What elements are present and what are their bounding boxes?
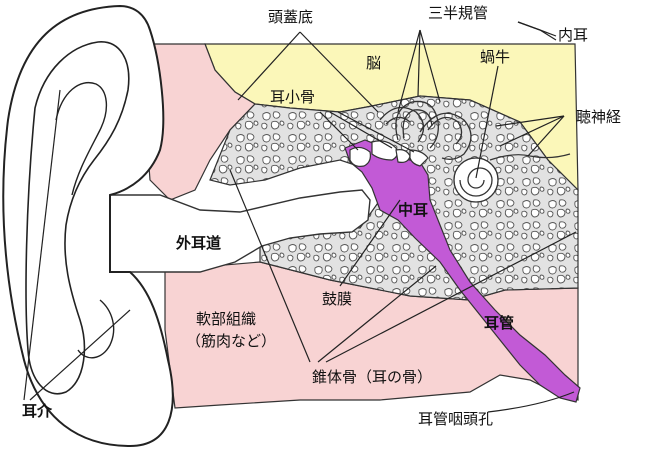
label-soft-tissue-note: （筋肉など） — [186, 334, 276, 349]
label-pharyngeal-opening: 耳管咽頭孔 — [418, 412, 493, 427]
label-brain: 脳 — [366, 56, 381, 71]
label-cochlea: 蝸牛 — [480, 50, 510, 65]
label-external-auditory-canal: 外耳道 — [176, 236, 221, 251]
label-semicircular-canals: 三半規管 — [428, 6, 488, 21]
label-eustachian-tube: 耳管 — [484, 316, 514, 331]
label-eardrum: 鼓膜 — [322, 292, 352, 307]
label-skull-base: 頭蓋底 — [268, 10, 313, 25]
label-middle-ear: 中耳 — [398, 203, 428, 218]
label-auditory-nerve: 聴神経 — [576, 110, 621, 125]
label-auricle: 耳介 — [22, 404, 52, 419]
label-inner-ear: 内耳 — [558, 28, 588, 43]
label-ossicles: 耳小骨 — [270, 90, 315, 105]
label-temporal-bone: 錐体骨（耳の骨） — [312, 370, 432, 385]
label-soft-tissue: 軟部組織 — [196, 312, 256, 327]
cochlea-drawing — [454, 158, 498, 202]
